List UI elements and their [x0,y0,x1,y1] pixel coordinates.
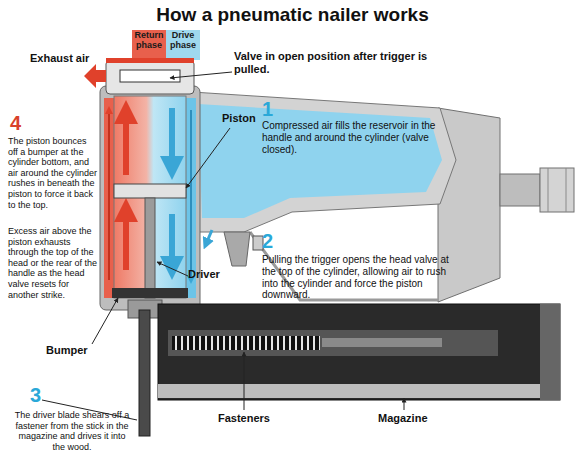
return-arrow [108,110,110,280]
part-name: Bumper [46,344,106,357]
part-name: Exhaust air [30,52,100,65]
part-name: Piston [222,112,282,125]
nut-edge [548,168,549,212]
drive-arrow [190,110,192,280]
note: Pulling the trigger opens the head valve… [262,254,462,301]
follower [322,338,442,347]
legend-text: Return phase [135,30,164,50]
callout-text: Valve in open position after trigger is … [234,50,434,76]
fitting [500,174,540,206]
callout-number: 2 [262,230,282,254]
legend-text: Drive phase [170,30,196,50]
leader-line [186,128,230,188]
magazine-end [540,304,560,400]
driver-rod [145,198,155,298]
callout-number: 3 [30,384,50,408]
leader-line [170,72,232,78]
leader-line [157,262,188,276]
handle-body [192,92,456,232]
magazine [158,304,560,400]
part-name: Magazine [378,412,448,425]
title: How a pneumatic nailer works [0,4,585,26]
nut-edge [566,168,567,212]
callout-number: 4 [10,112,30,136]
drive-arrow [169,214,175,268]
bumper [112,288,188,298]
leader-line [244,352,245,410]
note: The piston bounces off a bumper at the c… [8,136,98,210]
fitting-nut [540,168,574,212]
note: Excess air above the piston exhausts thr… [8,226,98,300]
leader-line [92,298,118,344]
exhaust-port [106,58,194,63]
leader-line [404,398,405,410]
drive-arrow [169,108,175,168]
callout-number: 1 [262,98,282,122]
head-valve [120,70,180,82]
driver-blade [139,310,150,436]
note: Compressed air fills the reservoir in th… [262,120,442,155]
magazine-rail [158,384,560,398]
magazine-channel [168,330,498,356]
legend-swatch: Drive phase [166,30,200,55]
part-name: Driver [188,268,238,281]
handle-reservoir [198,104,442,218]
return-arrow [123,210,129,270]
fastener-stick [172,336,320,350]
chamber [114,96,186,298]
return-air [104,98,114,298]
part-name: Fasteners [218,412,288,425]
trigger [224,232,250,266]
note: The driver blade shears off a fastener f… [12,410,132,452]
legend-swatch: Return phase [132,30,166,55]
air-arrow [206,230,212,244]
return-arrow [123,112,129,175]
piston [114,184,186,198]
exhaust-arrow [84,64,106,88]
cylinder [100,86,200,310]
trigger-valve [253,236,263,250]
